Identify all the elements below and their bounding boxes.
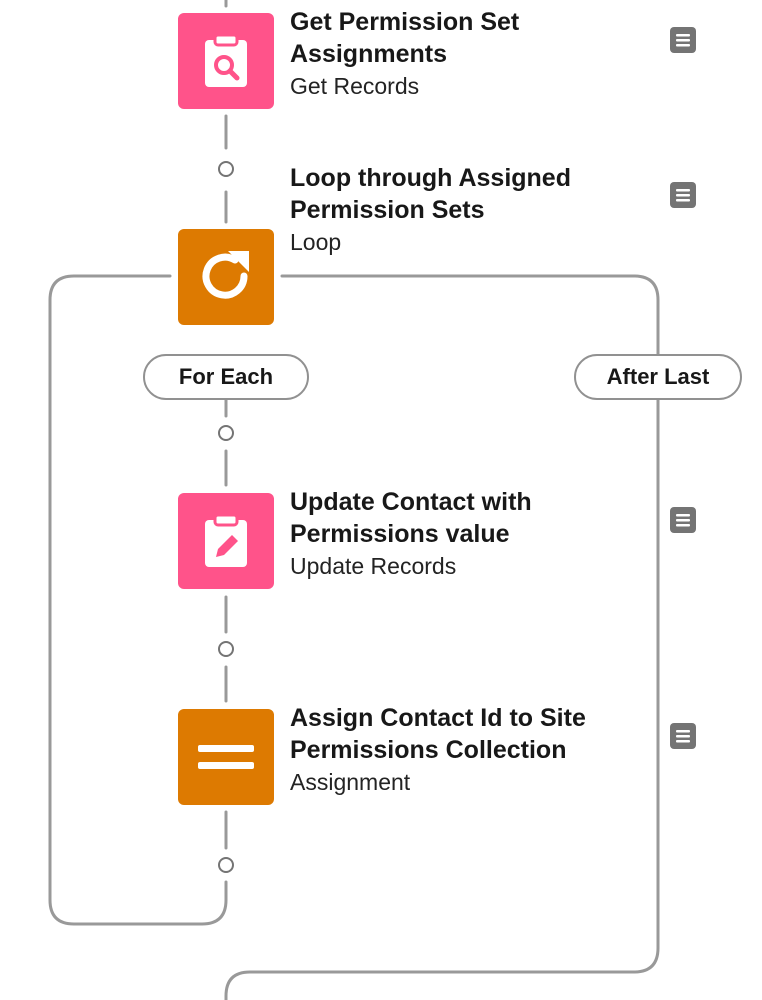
element-label-update-records: Update Contact with Permissions value Up… — [290, 486, 650, 582]
assignment-icon — [198, 745, 254, 769]
add-element-connector[interactable] — [218, 161, 234, 177]
after-last-path-label[interactable]: After Last — [574, 354, 742, 400]
element-label-assignment: Assign Contact Id to Site Permissions Co… — [290, 702, 650, 798]
description-icon[interactable] — [670, 27, 696, 53]
update-records-icon — [205, 513, 247, 567]
get-records-element[interactable] — [178, 13, 274, 109]
loop-element[interactable] — [178, 229, 274, 325]
element-title: Loop through Assigned Permission Sets — [290, 164, 571, 224]
element-label-loop: Loop through Assigned Permission Sets Lo… — [290, 162, 650, 258]
element-title: Get Permission Set Assignments — [290, 8, 520, 68]
add-element-connector[interactable] — [218, 857, 234, 873]
description-icon[interactable] — [670, 723, 696, 749]
element-type: Loop — [290, 229, 342, 255]
element-type: Get Records — [290, 73, 420, 99]
add-element-connector[interactable] — [218, 425, 234, 441]
element-title: Update Contact with Permissions value — [290, 488, 532, 548]
add-element-connector[interactable] — [218, 641, 234, 657]
assignment-element[interactable] — [178, 709, 274, 805]
element-type: Assignment — [290, 769, 411, 795]
update-records-element[interactable] — [178, 493, 274, 589]
get-records-icon — [205, 33, 247, 87]
element-type: Update Records — [290, 553, 457, 579]
element-title: Assign Contact Id to Site Permissions Co… — [290, 704, 586, 764]
description-icon[interactable] — [670, 507, 696, 533]
for-each-path-label[interactable]: For Each — [143, 354, 309, 400]
description-icon[interactable] — [670, 182, 696, 208]
element-label-get-records: Get Permission Set Assignments Get Recor… — [290, 6, 650, 102]
loop-icon — [202, 251, 249, 299]
